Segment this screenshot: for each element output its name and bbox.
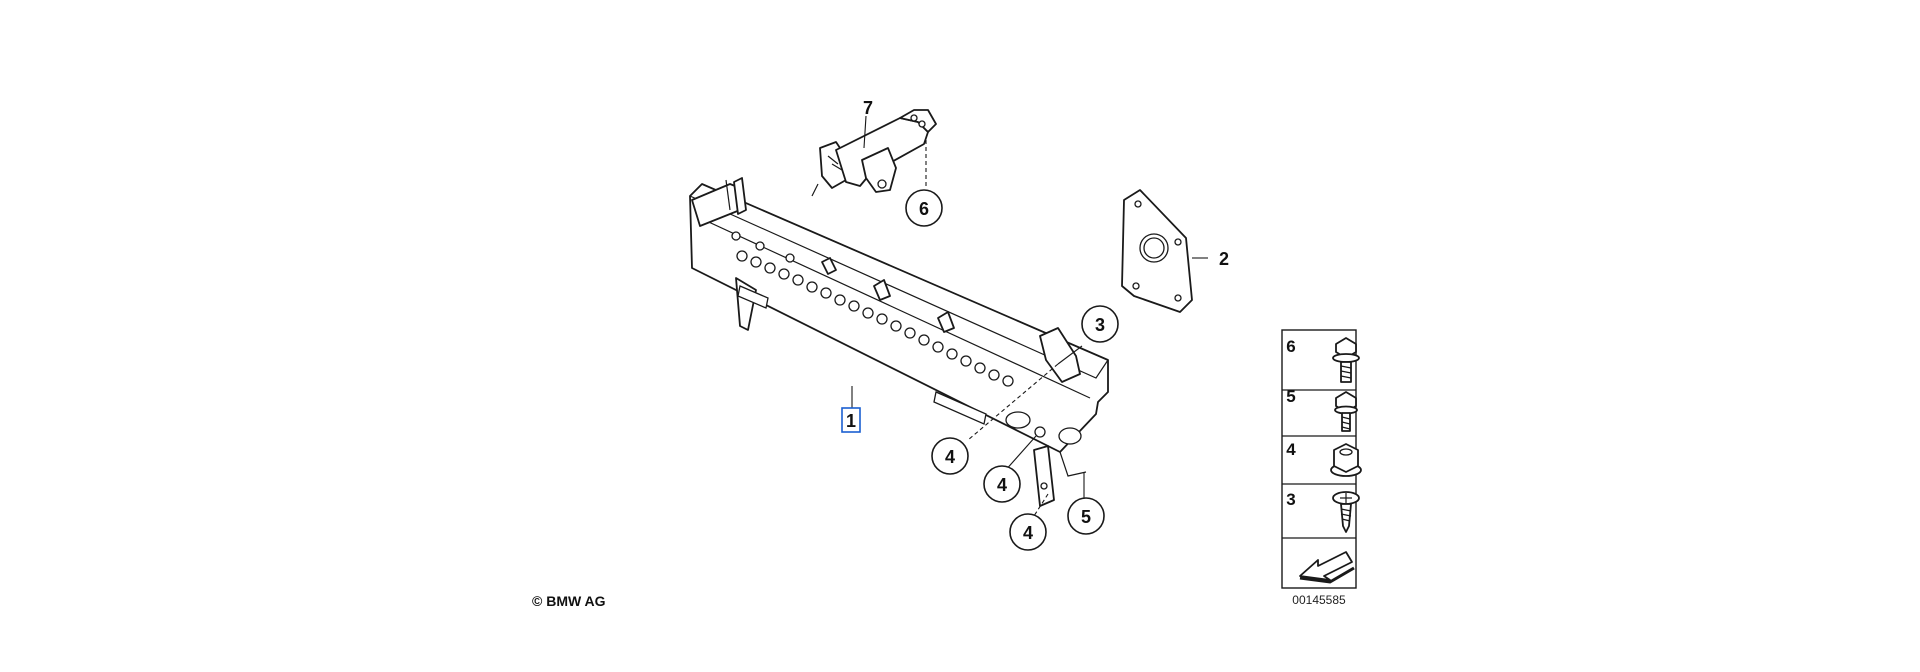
callout-4b: 4 bbox=[983, 465, 1021, 503]
bracket[interactable] bbox=[811, 109, 937, 197]
svg-text:3: 3 bbox=[1095, 315, 1105, 335]
arrow-icon bbox=[1299, 551, 1355, 584]
svg-text:5: 5 bbox=[1081, 507, 1091, 527]
svg-text:7: 7 bbox=[863, 98, 873, 118]
svg-text:1: 1 bbox=[846, 411, 856, 431]
callout-4c: 4 bbox=[1009, 513, 1047, 551]
svg-text:3: 3 bbox=[1286, 490, 1295, 509]
self-tapping-screw-icon bbox=[1332, 491, 1360, 533]
svg-text:6: 6 bbox=[1286, 337, 1295, 356]
legend-row-4: 4 bbox=[1286, 440, 1362, 477]
callout-7: 7 bbox=[863, 98, 873, 118]
svg-text:4: 4 bbox=[1286, 440, 1296, 459]
callout-6: 6 bbox=[905, 189, 943, 227]
legend-row-6: 6 bbox=[1286, 337, 1360, 383]
hex-bolt-icon bbox=[1334, 391, 1358, 432]
leader-lines bbox=[851, 115, 1208, 517]
svg-text:4: 4 bbox=[1023, 523, 1033, 543]
svg-text:6: 6 bbox=[919, 199, 929, 219]
hex-flange-nut-icon bbox=[1330, 443, 1362, 477]
callout-4a: 4 bbox=[931, 437, 969, 475]
callout-1: 1 bbox=[841, 407, 861, 433]
bumper-carrier[interactable] bbox=[689, 177, 1109, 507]
hex-flange-bolt-icon bbox=[1332, 337, 1360, 383]
copyright-text: © BMW AG bbox=[532, 593, 606, 609]
svg-text:5: 5 bbox=[1286, 387, 1295, 406]
svg-text:4: 4 bbox=[945, 447, 955, 467]
callout-3: 3 bbox=[1081, 305, 1119, 343]
legend-row-3: 3 bbox=[1286, 490, 1360, 533]
mounting-plate[interactable] bbox=[1121, 189, 1193, 313]
legend-row-5: 5 bbox=[1286, 387, 1358, 432]
callout-5: 5 bbox=[1067, 497, 1105, 535]
svg-text:4: 4 bbox=[997, 475, 1007, 495]
fastener-legend: 6 5 4 bbox=[1281, 329, 1362, 589]
document-number: 00145585 bbox=[1292, 593, 1346, 607]
callout-2: 2 bbox=[1219, 249, 1229, 269]
svg-text:2: 2 bbox=[1219, 249, 1229, 269]
